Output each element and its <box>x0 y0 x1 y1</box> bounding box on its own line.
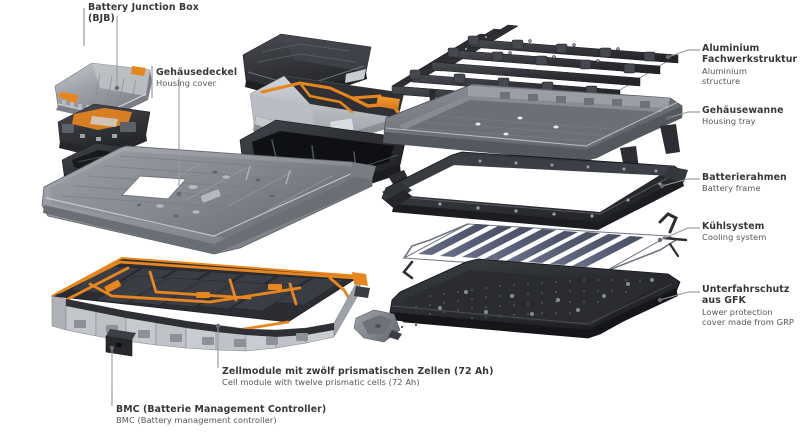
under-shield <box>389 258 681 339</box>
callout-housing-tray: Gehäusewanne Housing tray <box>702 105 784 127</box>
callout-battery-frame-de: Batterierahmen <box>702 172 787 183</box>
housing-cover-plate <box>41 145 376 255</box>
callout-cooling-system: Kühlsystem Cooling system <box>702 221 766 243</box>
callout-housing-tray-en: Housing tray <box>702 116 756 127</box>
battery-frame-ring <box>381 151 688 230</box>
callout-cell-modules-en: Cell module with twelve prismatic cells … <box>222 377 420 388</box>
bmc-unit <box>105 329 136 357</box>
callout-aluminium-structure-de: Aluminium Fachwerkstruktur <box>702 43 798 66</box>
leader-lines <box>83 8 700 406</box>
callout-bmc: BMC (Batterie Management Controller) BMC… <box>116 404 326 426</box>
small-bracket <box>353 309 402 343</box>
callout-lower-protection-en: Lower protection cover made from GRP <box>702 306 794 328</box>
bjb-cover <box>54 62 152 121</box>
callout-bmc-de: BMC (Batterie Management Controller) <box>116 404 327 415</box>
callout-housing-cover-en: Housing cover <box>156 78 217 89</box>
callout-lower-protection-de: Unterfahrschutz aus GFK <box>702 284 790 307</box>
callout-cell-modules-de: Zellmodule mit zwölf prismatischen Zelle… <box>222 366 494 377</box>
callout-cell-modules: Zellmodule mit zwölf prismatischen Zelle… <box>222 366 493 388</box>
callout-bmc-en: BMC (Battery management controller) <box>116 415 277 426</box>
housing-tray-pan <box>383 83 683 178</box>
callout-cooling-system-en: Cooling system <box>702 232 767 243</box>
callout-housing-cover-de: Gehäusedeckel <box>156 67 238 78</box>
callout-aluminium-structure: Aluminium Fachwerkstruktur Aluminium str… <box>702 43 797 86</box>
callout-housing-cover: Gehäusedeckel Housing cover <box>156 67 237 89</box>
callout-aluminium-structure-en: Aluminium structure <box>702 65 747 87</box>
callout-cooling-system-de: Kühlsystem <box>702 221 765 232</box>
callout-housing-tray-de: Gehäusewanne <box>702 105 784 116</box>
callout-bjb-de: Battery Junction Box (BJB) <box>88 2 199 25</box>
callout-bjb: Battery Junction Box (BJB) <box>88 2 199 25</box>
callout-battery-frame: Batterierahmen Battery frame <box>702 172 787 194</box>
callout-battery-frame-en: Battery frame <box>702 183 761 194</box>
cell-module-array <box>50 256 370 357</box>
callout-lower-protection: Unterfahrschutz aus GFK Lower protection… <box>702 284 794 327</box>
